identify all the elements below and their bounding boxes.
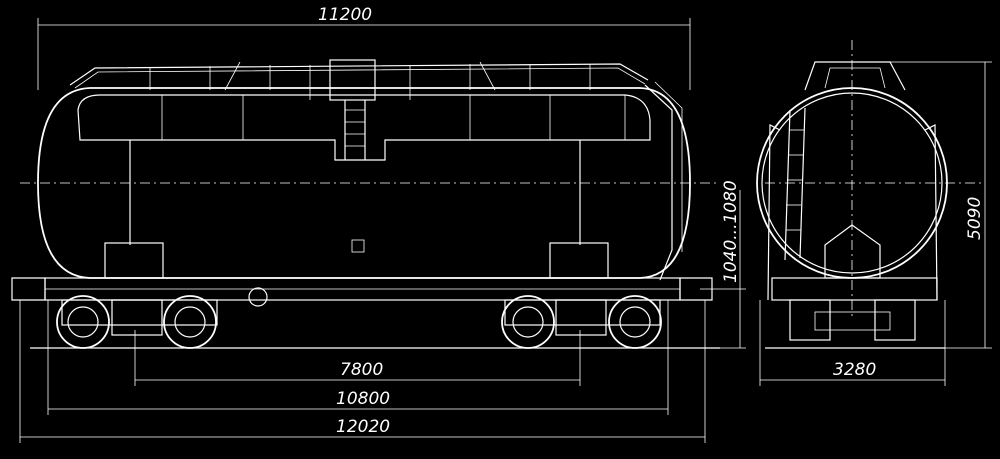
ladder-rails [344,100,366,160]
dim-length-over-couplers: 12020 [336,417,390,437]
end-view [756,40,985,349]
data-plate [351,239,365,253]
dim-overall-body-length: 11200 [318,5,372,25]
side-step-left [104,242,164,279]
dim-truck-centers: 7800 [340,360,383,380]
dim-overall-width: 3280 [833,360,876,380]
brake-wheel [248,287,268,307]
top-handrail [69,63,649,86]
walkway-cover [77,94,651,161]
side-view [11,59,720,349]
side-dimensions: 11200 7800 10800 12020 1040...1080 [19,5,746,443]
end-top-rail [804,61,906,91]
end-bolster [814,311,891,331]
coupler-left [11,277,46,301]
end-bogie-right [874,299,916,341]
end-ladder [644,84,673,281]
end-ladder-rail [654,81,683,252]
end-dimensions: 3280 5090 [759,61,992,386]
end-ladder [784,107,806,261]
handrail-posts [149,64,591,100]
tank-end-inner [761,92,943,274]
bottom-outlet [824,224,881,279]
side-step-right [549,242,609,279]
ladder-rungs [345,109,365,147]
end-side-frame [767,124,938,301]
end-ladder-rungs [786,129,804,231]
dim-overall-height: 5090 [965,197,985,240]
end-dome [824,67,886,89]
stair-braces [224,61,496,91]
top-handrail-inner [74,67,646,89]
dim-coupler-height: 1040...1080 [721,180,741,283]
dim-frame-length: 10800 [336,389,390,409]
end-bogie-left [789,299,831,341]
bogie-left [56,295,218,349]
end-underframe [771,277,938,301]
dome-platform [329,59,376,101]
coupler-right [679,277,713,301]
bogie-right [501,295,662,349]
